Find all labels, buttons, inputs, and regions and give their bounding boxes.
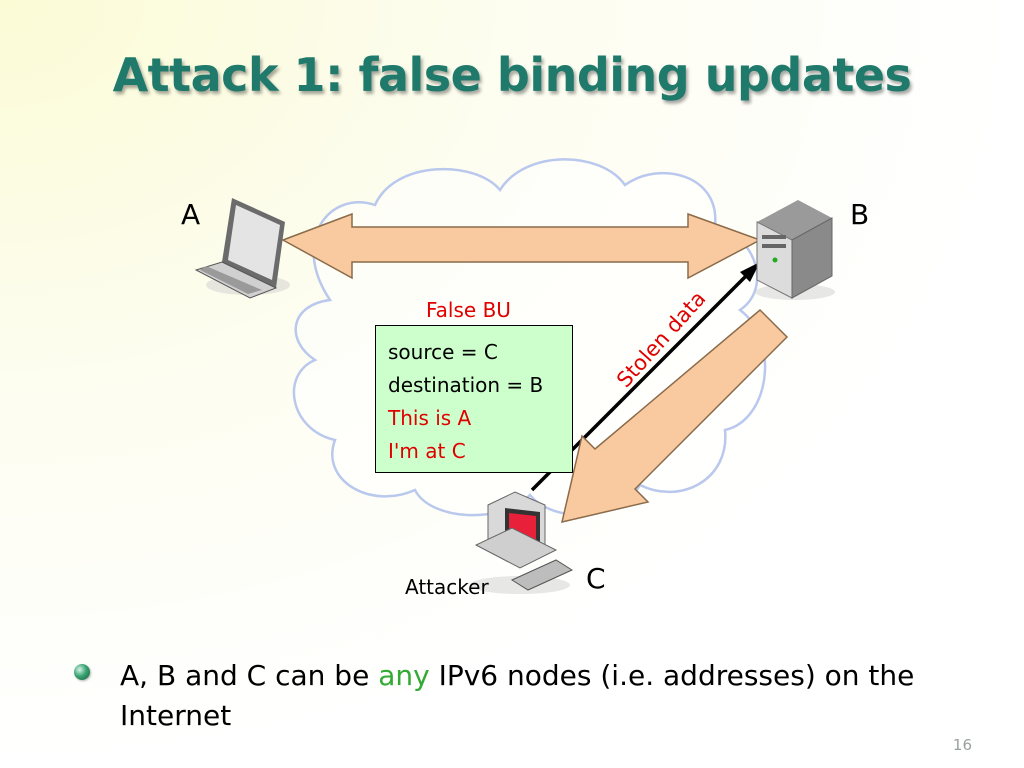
page-number: 16: [952, 736, 972, 754]
server-icon: [755, 200, 835, 300]
laptop-icon: [194, 198, 290, 299]
false-bu-box: source = C destination = B This is A I'm…: [375, 325, 573, 473]
bullet-text: A, B and C can be any IPv6 nodes (i.e. a…: [74, 656, 974, 736]
attacker-label: Attacker: [405, 575, 489, 599]
bullet-highlight: any: [378, 659, 430, 692]
false-bu-heading: False BU: [426, 298, 511, 322]
bullet-text-before: A, B and C can be: [120, 659, 379, 692]
bullet-icon: [74, 664, 90, 680]
node-c-label: C: [586, 562, 606, 595]
bu-location-line: I'm at C: [388, 439, 466, 463]
node-a-label: A: [181, 198, 201, 231]
bullet-text-after: IPv6 nodes (i.e. addresses) on the Inter…: [120, 659, 915, 732]
bu-destination-line: destination = B: [388, 373, 544, 397]
false-bu-arrowhead: [740, 262, 760, 282]
bu-source-line: source = C: [388, 340, 498, 364]
bu-claim-line: This is A: [388, 406, 472, 430]
attacker-computer-icon: [470, 491, 574, 594]
stolen-data-arrow: [560, 308, 789, 524]
slide-title: Attack 1: false binding updates: [112, 48, 912, 102]
node-b-label: B: [850, 198, 870, 231]
